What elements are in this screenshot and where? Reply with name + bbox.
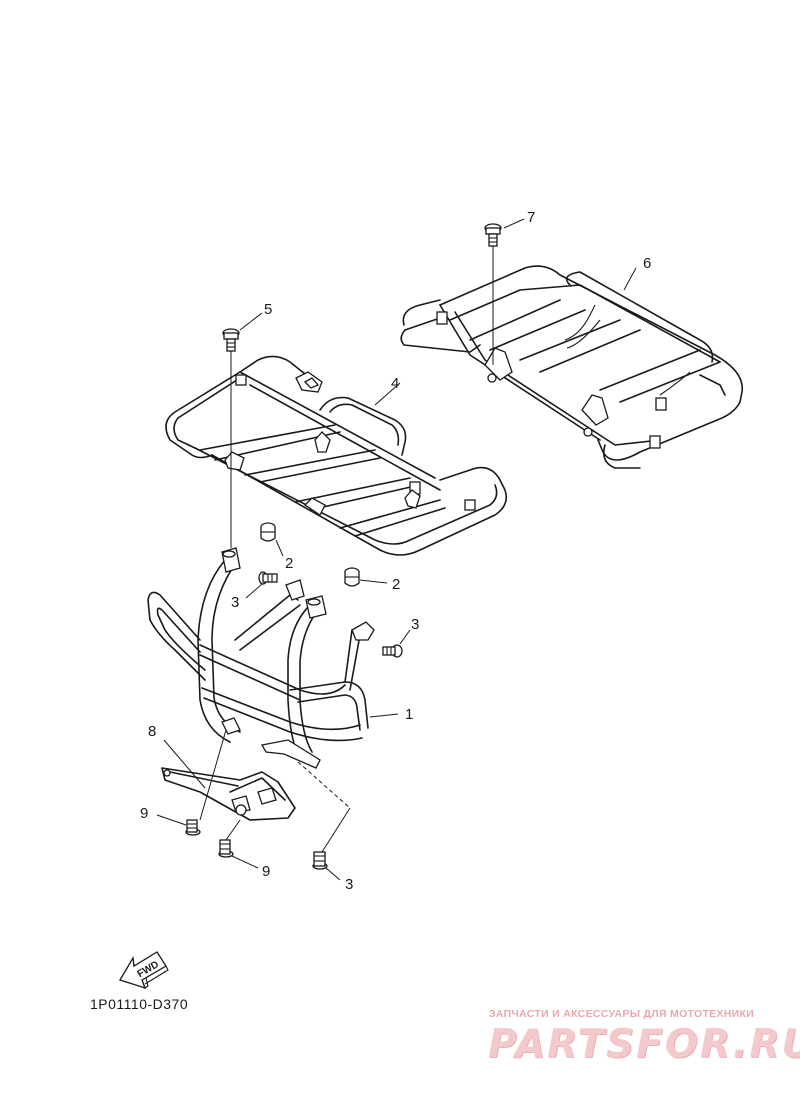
skid-plate bbox=[161, 739, 296, 821]
callout-6: 6 bbox=[643, 255, 651, 272]
bolt-9a bbox=[156, 814, 201, 836]
front-rack bbox=[165, 355, 508, 556]
rear-rack bbox=[400, 265, 744, 469]
fwd-arrow-icon: FWD bbox=[119, 951, 169, 990]
callout-3b: 3 bbox=[411, 616, 419, 633]
callout-2b: 2 bbox=[392, 576, 400, 593]
callout-5: 5 bbox=[264, 301, 272, 318]
bolt-9b bbox=[218, 839, 259, 869]
watermark-logo: PARTSFOR.RU bbox=[488, 1022, 800, 1067]
callout-7: 7 bbox=[527, 209, 535, 226]
callout-9b: 9 bbox=[262, 863, 270, 880]
callout-3c: 3 bbox=[345, 876, 353, 893]
assembly-lines bbox=[199, 218, 637, 853]
callout-3a: 3 bbox=[231, 594, 239, 611]
bolt-7 bbox=[484, 223, 502, 365]
grommet-2a bbox=[260, 522, 284, 557]
watermark-tagline: ЗАПЧАСТИ И АКСЕССУАРЫ ДЛЯ МОТОТЕХНИКИ bbox=[489, 1008, 755, 1020]
bolt-5 bbox=[222, 328, 240, 548]
callout-1: 1 bbox=[405, 706, 413, 723]
bolt-3a bbox=[245, 571, 278, 599]
diagram-code: 1P01110-D370 bbox=[90, 996, 189, 1012]
bolt-3b bbox=[382, 629, 411, 658]
front-guard bbox=[147, 547, 375, 769]
callout-2a: 2 bbox=[285, 555, 293, 572]
callout-4: 4 bbox=[391, 375, 399, 392]
callout-9a: 9 bbox=[140, 805, 148, 822]
callout-8: 8 bbox=[148, 723, 156, 740]
grommet-2b bbox=[344, 567, 388, 587]
bolt-3c bbox=[312, 851, 341, 881]
